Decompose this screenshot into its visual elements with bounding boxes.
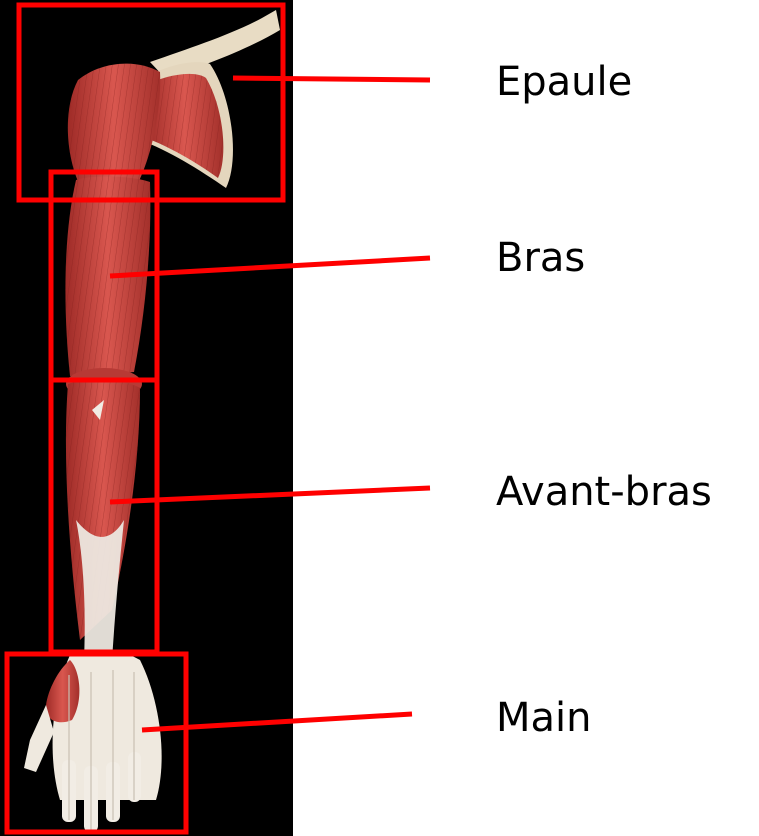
label-arm: Bras: [496, 238, 585, 278]
label-forearm: Avant-bras: [496, 472, 712, 512]
label-shoulder: Epaule: [496, 62, 632, 102]
shoulder-leader-line: [233, 78, 430, 80]
label-hand: Main: [496, 698, 592, 738]
